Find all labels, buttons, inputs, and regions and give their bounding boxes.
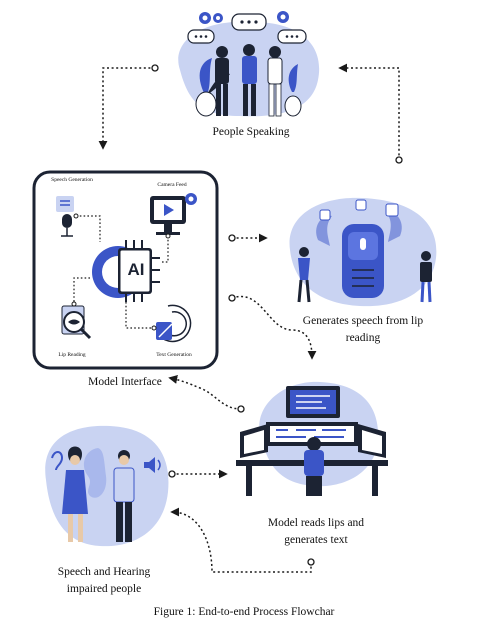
model-interface-panel — [32, 170, 219, 370]
impaired-people-illustration — [45, 425, 169, 547]
camera-feed-label: Camera Feed — [157, 182, 187, 188]
lip-reading-icon — [61, 305, 92, 340]
node-impaired-people: Speech and Hearing impaired people — [57, 566, 151, 595]
lip-reading-label: Lip Reading — [58, 352, 86, 358]
gear-icon — [199, 11, 289, 24]
text-generation-icon — [156, 304, 192, 343]
speaker-icon — [144, 457, 161, 473]
speech-generation-illustration — [289, 197, 437, 307]
connector-model-to-text — [231, 295, 317, 360]
node-people-speaking: People Speaking — [212, 126, 290, 138]
person-icon — [297, 247, 432, 303]
person-icon — [304, 437, 324, 496]
node-model-interface: Model Interface — [88, 376, 162, 388]
speech-generation-icon — [56, 196, 74, 237]
figure-caption: Figure 1: End-to-end Process Flowchar — [153, 606, 335, 618]
connector-feedback-to-people — [338, 63, 400, 160]
connector-text-to-model — [168, 375, 242, 410]
person-icon — [62, 446, 135, 542]
ai-chip-icon — [92, 240, 160, 302]
node-model-reads-lips: Model reads lips and generates text — [267, 517, 365, 546]
people-icon — [215, 44, 283, 117]
ai-chip-label: AI — [127, 260, 145, 279]
flow-connectors — [98, 63, 400, 573]
connector-people-to-model — [98, 67, 155, 150]
people-speaking-illustration — [178, 11, 320, 117]
node-generates-speech: Generates speech from lip reading — [302, 315, 424, 344]
text-generation-label: Text Generation — [156, 352, 192, 358]
text-generation-illustration — [236, 381, 388, 496]
camera-feed-icon — [150, 193, 197, 235]
speech-generation-label: Speech Generation — [51, 177, 93, 183]
connector-start-nodes — [151, 64, 403, 566]
